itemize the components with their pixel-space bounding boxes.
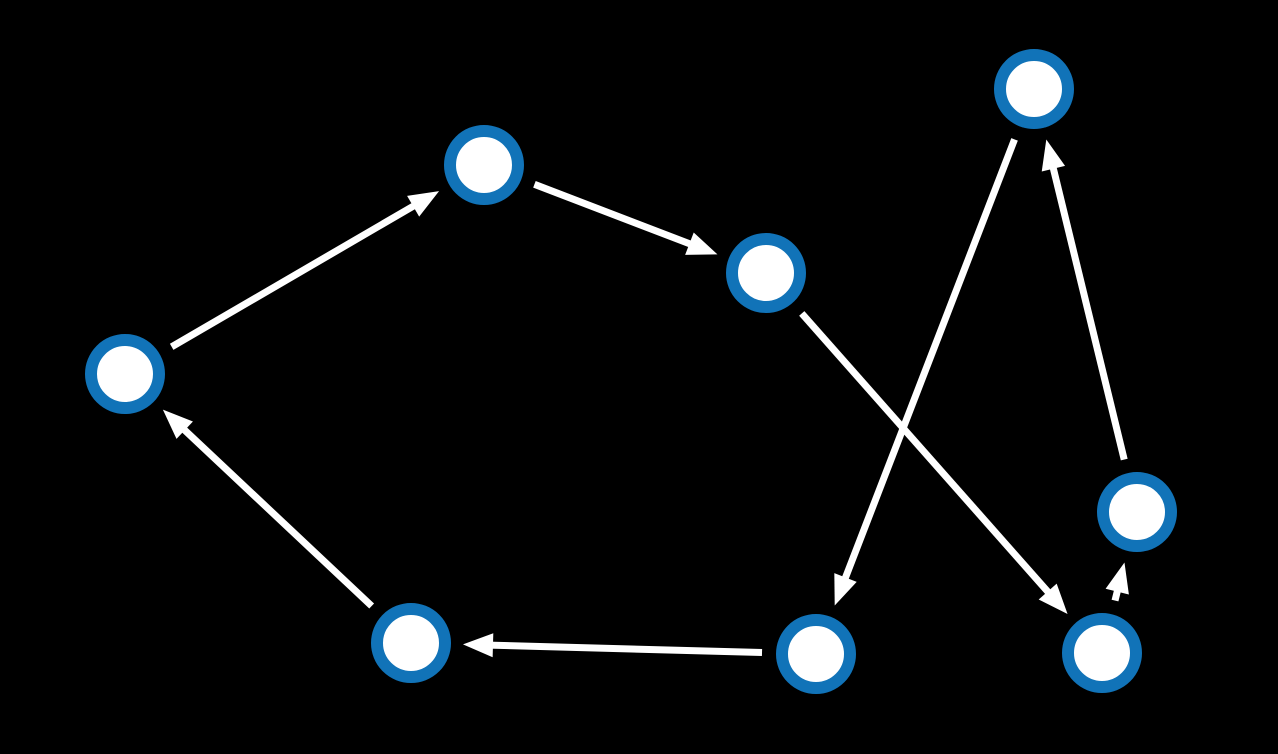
graph-node-top-middle [444,125,524,205]
edge-arrowhead-icon [1038,583,1068,615]
edge-arrowhead-icon [462,633,494,658]
graph-edge-node-bottom-middle-to-node-bottom-left [462,633,763,658]
edge-shaft [799,311,1053,597]
edge-shaft [169,201,419,350]
graph-node-top-right [994,49,1074,129]
edge-arrowhead-icon [407,191,440,217]
graph-node-bottom-left [371,603,451,683]
graph-node-center [726,233,806,313]
edge-shaft [533,181,695,249]
edge-arrowhead-icon [162,409,193,439]
graph-edge-node-center-to-node-bottom-right [799,311,1068,615]
edge-shaft [1049,163,1128,461]
edge-shaft [488,641,763,657]
graph-edge-node-top-middle-to-node-center [533,181,718,255]
edge-arrowhead-icon [1105,562,1129,595]
edge-arrowhead-icon [1041,139,1066,172]
graph-edge-node-right-to-node-top-right [1041,139,1128,461]
graph-edge-node-bottom-left-to-node-left [162,409,375,609]
graph-node-bottom-right [1062,613,1142,693]
graph-edge-node-bottom-right-to-node-right [1105,562,1129,602]
edge-arrowhead-icon [834,573,857,606]
graph-edge-node-left-to-node-top-middle [169,191,440,350]
edge-arrowhead-icon [685,232,718,255]
graph-node-right [1097,472,1177,552]
edge-shaft [179,424,375,609]
edge-shaft [840,138,1018,583]
graph-node-left [85,334,165,414]
graph-edge-node-top-right-to-node-bottom-middle [834,138,1018,606]
graph-node-bottom-middle [776,614,856,694]
